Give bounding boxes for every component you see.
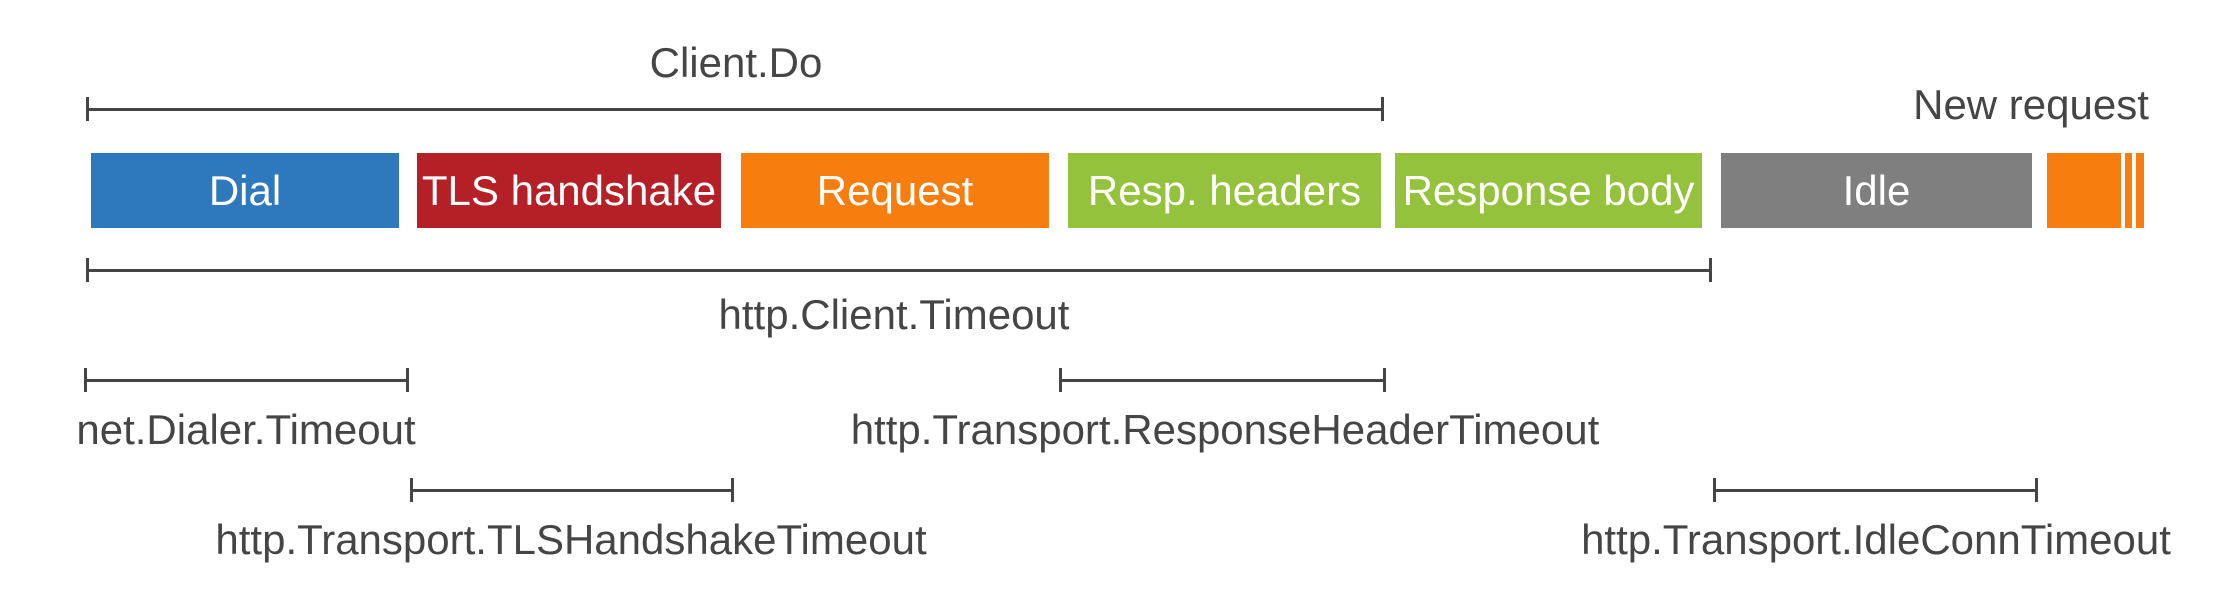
tls-handshake-timeout-label: http.Transport.TLSHandshakeTimeout: [215, 516, 927, 563]
segment-dial-label: Dial: [208, 166, 282, 214]
segment-new-request-stripe-2: [2136, 153, 2144, 228]
response-header-timeout-label: http.Transport.ResponseHeaderTimeout: [850, 406, 1600, 453]
segment-response-body: Response body: [1395, 153, 1702, 228]
segment-new-request-block: [2047, 153, 2121, 228]
idle-conn-timeout-label: http.Transport.IdleConnTimeout: [1581, 516, 2171, 563]
segment-new-request-stripe-1: [2125, 153, 2132, 228]
http-client-timeout-label: http.Client.Timeout: [718, 291, 1070, 338]
idle-conn-timeout-bracket: [1713, 478, 2038, 502]
segment-dial: Dial: [91, 153, 399, 228]
segment-idle-label: Idle: [1842, 166, 1911, 214]
response-header-timeout-bracket: [1059, 368, 1386, 392]
segment-request: Request: [741, 153, 1049, 228]
segment-request-label: Request: [816, 166, 974, 214]
http-client-timeout-bracket: [86, 258, 1712, 282]
segment-resp-headers: Resp. headers: [1068, 153, 1381, 228]
client-do-label: Client.Do: [649, 39, 823, 86]
new-request-label: New request: [1913, 81, 2149, 128]
tls-handshake-timeout-bracket: [410, 478, 734, 502]
net-dialer-timeout-bracket: [84, 368, 409, 392]
net-dialer-timeout-label: net.Dialer.Timeout: [76, 406, 416, 453]
segment-tls-handshake: TLS handshake: [417, 153, 721, 228]
segment-tls-handshake-label: TLS handshake: [421, 166, 717, 214]
segment-idle: Idle: [1721, 153, 2032, 228]
segment-resp-headers-label: Resp. headers: [1087, 166, 1362, 214]
segment-response-body-label: Response body: [1402, 166, 1695, 214]
client-do-bracket: [86, 97, 1384, 121]
